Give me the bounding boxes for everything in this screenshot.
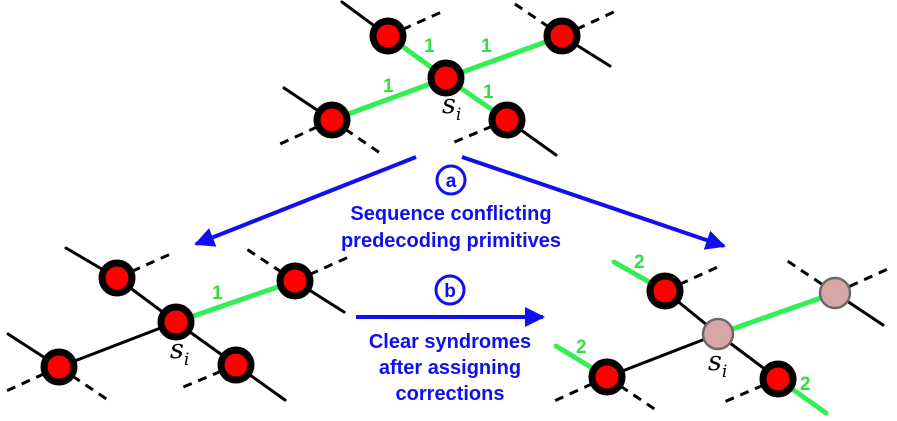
left-edge-ur-dash-a — [244, 246, 296, 283]
step-b-letter: b — [444, 281, 456, 302]
top-node-ll — [313, 101, 351, 139]
top-edge-ur-dash-a — [511, 0, 563, 38]
right-edge-ul-dash — [664, 263, 723, 293]
right-weight-lr: 2 — [800, 374, 811, 395]
left-graph: 1 si — [3, 246, 352, 402]
step-a-caption-line-2: predecoding primitives — [341, 230, 561, 252]
right-node-label: si — [708, 346, 727, 382]
top-weight-ur: 1 — [481, 36, 492, 57]
right-edge-lr-dash — [723, 377, 779, 404]
right-node-lr — [759, 360, 797, 398]
step-a-caption-line-1: Sequence conflicting — [350, 203, 551, 225]
right-edge-ll-dash-b — [606, 375, 657, 412]
right-edge-ur-dash-a — [785, 258, 836, 295]
top-node-ul — [369, 17, 407, 55]
top-edge-ll-dash-a — [277, 118, 333, 147]
right-edge-ll-dash-a — [551, 375, 608, 404]
left-edge-ul-dash — [116, 250, 176, 280]
top-weight-ll: 1 — [383, 76, 394, 97]
top-node-lr — [488, 101, 526, 139]
left-edge-ll-dash-b — [58, 365, 109, 402]
top-edge-ul-dash — [387, 8, 447, 38]
left-node-lr — [217, 346, 255, 384]
left-edge-ur-dash-b — [294, 254, 352, 283]
step-b-badge — [434, 274, 466, 306]
top-node-center — [427, 59, 465, 97]
arrow-to-right — [461, 155, 726, 250]
right-green-edge-ur — [715, 290, 838, 337]
step-b-caption-line-2: after assigning — [379, 357, 521, 379]
step-a-letter: a — [446, 171, 457, 192]
left-edge-ll-dash-a — [3, 365, 60, 394]
step-b: b Clear syndromes after assigning correc… — [356, 274, 545, 405]
arrow-to-left — [194, 155, 417, 247]
right-weight-ul: 2 — [634, 252, 645, 273]
right-node-ur-cleared — [818, 276, 852, 310]
left-edge-ll-center — [57, 320, 178, 369]
left-green-edge-ur — [173, 278, 298, 325]
top-edge-lr-dash — [451, 118, 508, 145]
right-node-center-cleared — [701, 317, 735, 351]
right-weight-ll: 2 — [576, 337, 587, 358]
step-a: a Sequence conflicting predecoding primi… — [194, 155, 726, 252]
right-edge-ur-dash-b — [834, 266, 891, 295]
left-node-ul — [98, 259, 136, 297]
left-edge-lr-dash — [180, 363, 237, 390]
left-node-ll — [40, 348, 78, 386]
step-b-caption-line-1: Clear syndromes — [369, 331, 531, 353]
top-node-label: si — [442, 89, 461, 125]
right-node-ll — [588, 358, 626, 396]
left-node-label: si — [170, 334, 189, 370]
step-b-caption-line-3: corrections — [396, 383, 505, 405]
right-node-ul — [646, 272, 684, 310]
top-weight-lr: 1 — [483, 82, 494, 103]
top-green-edge-ur — [443, 33, 565, 81]
left-weight-ur: 1 — [212, 283, 223, 304]
left-node-center — [157, 303, 195, 341]
top-graph: 1 1 1 1 si — [277, 0, 619, 157]
top-edge-ur-dash-b — [561, 8, 619, 38]
right-graph: 2 2 2 si — [551, 252, 891, 416]
top-node-ur — [543, 17, 581, 55]
step-a-badge — [435, 164, 467, 196]
top-edge-ll-dash-b — [331, 118, 381, 155]
right-edge-ll-center — [605, 332, 720, 379]
top-green-edge-ll — [329, 75, 449, 123]
left-node-ur — [276, 262, 314, 300]
top-weight-ul: 1 — [424, 36, 435, 57]
